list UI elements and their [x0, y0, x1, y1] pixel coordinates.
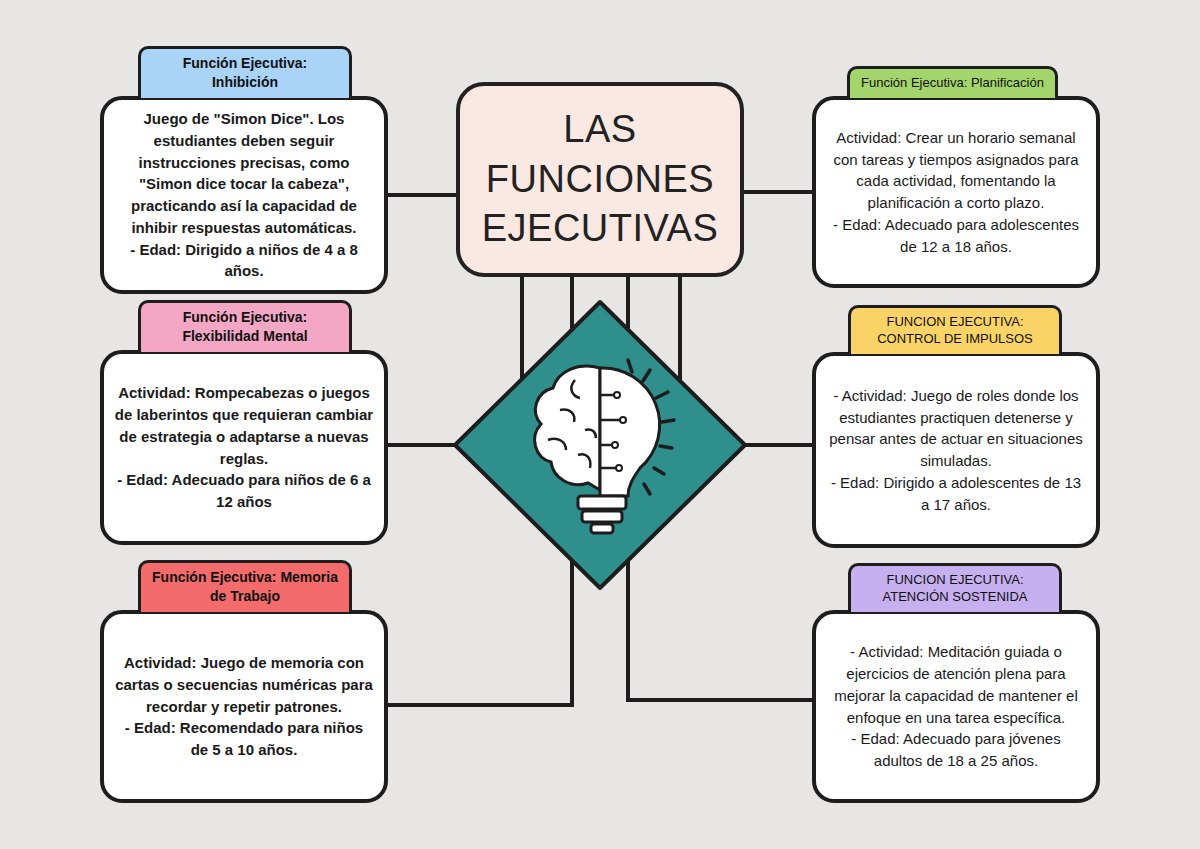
activity-text: - Actividad: Juego de roles donde los es… [826, 385, 1086, 472]
light-rays [628, 360, 674, 494]
circuit-dot [620, 417, 626, 423]
brain-folds [548, 380, 596, 468]
activity-text: Actividad: Juego de memoria con cartas o… [114, 652, 374, 717]
connector-line [744, 190, 812, 194]
bulb-base [591, 524, 613, 533]
activity-card: Función Ejecutiva: Flexibilidad MentalAc… [100, 350, 388, 545]
age-text: - Edad: Adecuado para jóvenes adultos de… [826, 728, 1086, 772]
activity-text: Actividad: Crear un horario semanal con … [826, 127, 1086, 214]
title-box: LAS FUNCIONES EJECUTIVAS [456, 82, 744, 277]
age-text: - Edad: Adecuado para niños de 6 a 12 añ… [114, 469, 374, 513]
card-body: Juego de "Simon Dice". Los estudiantes d… [104, 100, 384, 290]
activity-text: Juego de "Simon Dice". Los estudiantes d… [114, 108, 374, 239]
age-text: - Edad: Adecuado para adolescentes de 12… [826, 214, 1086, 258]
card-body: Actividad: Rompecabezas o juegos de labe… [104, 354, 384, 541]
function-heading: FUNCION EJECUTIVA: ATENCIÓN SOSTENIDA [859, 571, 1051, 606]
title-text: LAS FUNCIONES EJECUTIVAS [470, 105, 730, 253]
circuit-lines [600, 395, 620, 468]
function-heading: Función Ejecutiva: Planificación [858, 74, 1047, 92]
heading-tab: Función Ejecutiva: Flexibilidad Mental [138, 300, 352, 352]
function-heading: Función Ejecutiva: Memoria de Trabajo [149, 568, 341, 606]
age-text: - Edad: Dirigido a niños de 4 a 8 años. [114, 239, 374, 283]
circuit-dot [616, 465, 622, 471]
heading-tab: Función Ejecutiva: Planificación [847, 66, 1058, 98]
activity-card: Función Ejecutiva: PlanificaciónActivida… [812, 96, 1100, 288]
age-text: - Edad: Dirigido a adolescentes de 13 a … [826, 472, 1086, 516]
card-body: Actividad: Crear un horario semanal con … [816, 100, 1096, 284]
bulb-base [582, 511, 622, 522]
function-heading: Función Ejecutiva: Inhibición [149, 54, 341, 92]
brain-half [535, 366, 600, 490]
card-body: - Actividad: Juego de roles donde los es… [816, 356, 1096, 544]
heading-tab: FUNCION EJECUTIVA: ATENCIÓN SOSTENIDA [848, 563, 1062, 612]
card-body: Actividad: Juego de memoria con cartas o… [104, 614, 384, 799]
brain-bulb-diamond [455, 302, 745, 588]
activity-text: Actividad: Rompecabezas o juegos de labe… [114, 382, 374, 469]
heading-tab: Función Ejecutiva: Memoria de Trabajo [138, 560, 352, 612]
activity-card: FUNCION EJECUTIVA: ATENCIÓN SOSTENIDA- A… [812, 610, 1100, 803]
activity-card: Función Ejecutiva: InhibiciónJuego de "S… [100, 96, 388, 294]
activity-card: FUNCION EJECUTIVA: CONTROL DE IMPULSOS- … [812, 352, 1100, 548]
bulb-half [600, 368, 660, 496]
function-heading: Función Ejecutiva: Flexibilidad Mental [149, 308, 341, 346]
age-text: - Edad: Recomendado para niños de 5 a 10… [114, 717, 374, 761]
card-body: - Actividad: Meditación guiada o ejercic… [816, 614, 1096, 799]
activity-card: Función Ejecutiva: Memoria de TrabajoAct… [100, 610, 388, 803]
circuit-dot [614, 392, 620, 398]
bulb-base [578, 496, 626, 509]
diamond-shape [455, 302, 745, 588]
circuit-dot [612, 442, 618, 448]
heading-tab: Función Ejecutiva: Inhibición [138, 46, 352, 98]
connector-line [388, 193, 456, 197]
heading-tab: FUNCION EJECUTIVA: CONTROL DE IMPULSOS [848, 305, 1062, 354]
activity-text: - Actividad: Meditación guiada o ejercic… [826, 641, 1086, 728]
function-heading: FUNCION EJECUTIVA: CONTROL DE IMPULSOS [859, 313, 1051, 348]
